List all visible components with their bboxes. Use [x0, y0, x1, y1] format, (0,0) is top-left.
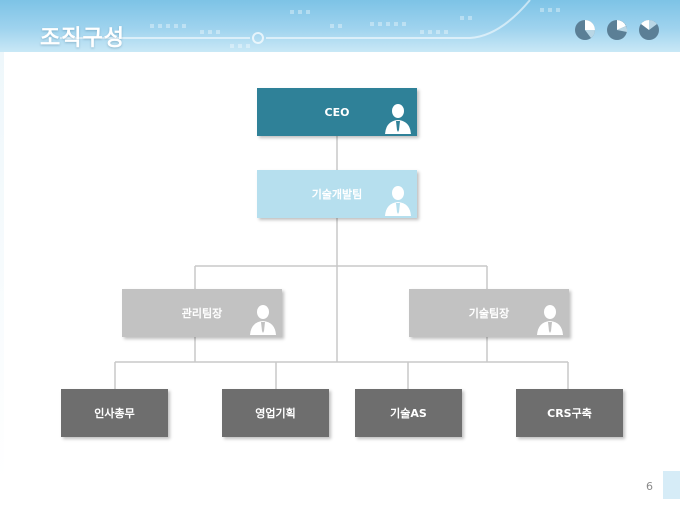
sales-planning-label: 영업기획 [255, 407, 296, 420]
crs-build-label: CRS구축 [547, 407, 592, 420]
hr-general-affairs-node: 인사총무 [61, 389, 168, 437]
corner-accent [663, 471, 680, 499]
admin-lead-label: 관리팀장 [181, 307, 223, 320]
businessman-icon [537, 305, 563, 335]
header-band: 조직구성 [0, 0, 680, 52]
left-accent-strip [0, 52, 4, 482]
ceo-label: CEO [324, 105, 350, 119]
page-number: 6 [646, 480, 653, 493]
tech-lead-label: 기술팀장 [468, 307, 510, 320]
pie-chart-icon [639, 20, 659, 40]
ceo-node: CEO [257, 88, 417, 136]
circuit-decoration [60, 0, 560, 48]
admin-lead-node: 관리팀장 [122, 289, 282, 337]
dev-team-node: 기술개발팀 [257, 170, 417, 218]
pie-chart-icon [607, 20, 628, 40]
slide-title: 조직구성 [40, 26, 125, 51]
tech-as-label: 기술AS [390, 407, 427, 420]
businessman-icon [250, 305, 276, 335]
tech-as-node: 기술AS [355, 389, 462, 437]
businessman-icon [385, 186, 411, 216]
pie-chart-icon [575, 20, 595, 40]
businessman-icon [385, 104, 411, 134]
tech-lead-node: 기술팀장 [409, 289, 569, 337]
sales-planning-node: 영업기획 [222, 389, 329, 437]
crs-build-node: CRS구축 [516, 389, 623, 437]
dev-team-label: 기술개발팀 [311, 188, 363, 201]
hr-general-affairs-label: 인사총무 [94, 407, 135, 420]
